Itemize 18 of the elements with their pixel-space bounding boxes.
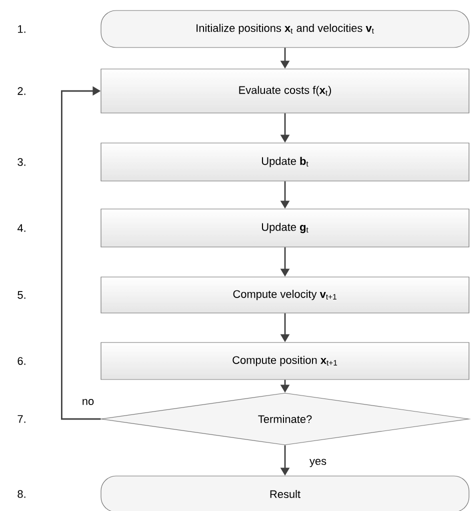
step-number: 2. xyxy=(18,87,26,95)
process-box: Evaluate costs f(x$_{t}$) xyxy=(100,68,470,114)
process-box: Compute velocity v$_{t+1}$ xyxy=(100,276,470,314)
step-number: 3. xyxy=(18,158,26,166)
arrow xyxy=(61,86,101,420)
step-number: 7. xyxy=(18,415,26,423)
process-box: Compute position x$_{t+1}$ xyxy=(100,342,470,380)
step-number: 1. xyxy=(18,25,26,33)
edge-label: no xyxy=(82,399,94,405)
step-number: 6. xyxy=(18,357,26,365)
edge-label: yes xyxy=(310,458,326,468)
step-number: 8. xyxy=(18,490,26,498)
terminal-box: Initialize positions x$_{t}$ and velocities v$_{t}$ xyxy=(100,10,470,48)
process-box: Update g$_{t}$ xyxy=(100,208,470,248)
step-number: 4. xyxy=(17,224,26,232)
step-number: 5. xyxy=(18,291,26,299)
process-box: Update b$_{t}$ xyxy=(100,142,470,182)
terminal-box: Result xyxy=(100,476,470,511)
